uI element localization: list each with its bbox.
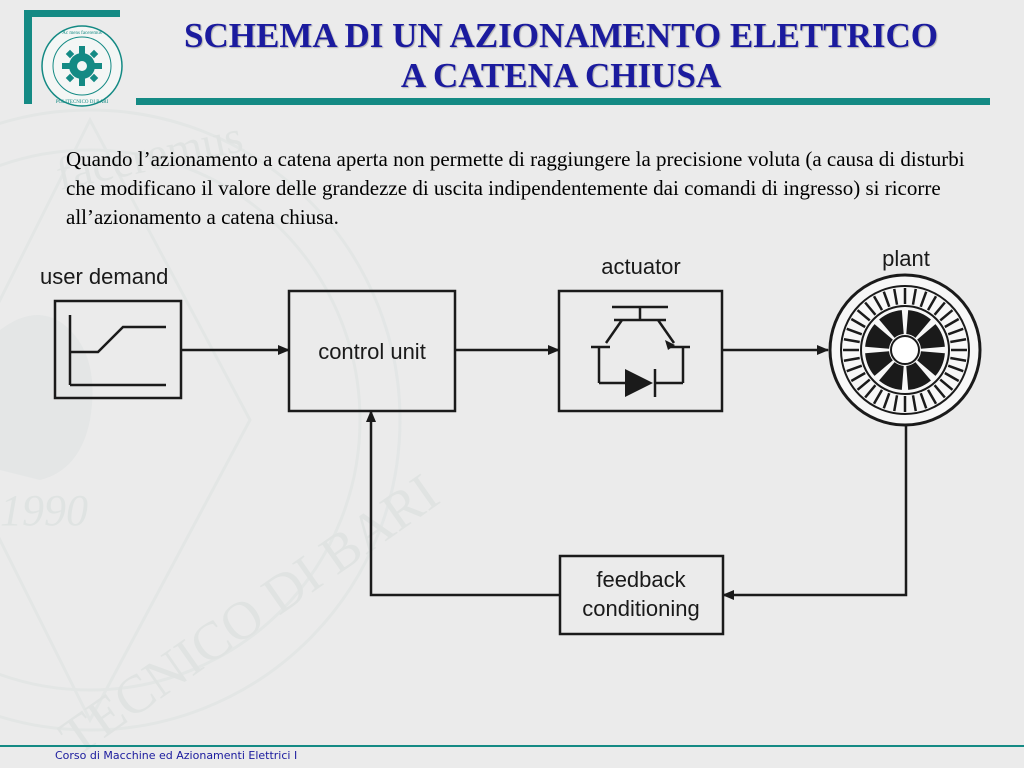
- user-demand-label: user demand: [40, 264, 168, 289]
- stator-slot: [872, 295, 884, 311]
- rotor-sector: [865, 324, 893, 349]
- arrow-feedback-to-control: [366, 410, 560, 597]
- feedback-conditioning-block: feedback conditioning: [558, 554, 725, 636]
- control-unit-block: control unit: [287, 289, 457, 413]
- motor-plant-icon: [828, 273, 982, 427]
- stator-slot: [843, 338, 860, 344]
- rotor-sector: [879, 310, 904, 338]
- slide-title: SCHEMA DI UN AZIONAMENTO ELETTRICO A CAT…: [130, 16, 992, 96]
- stator-slot: [893, 395, 899, 412]
- stator-slot: [911, 288, 917, 305]
- stator-slot: [944, 371, 960, 383]
- logo-ring-text-bottom: POLITECNICO DI BARI: [56, 100, 109, 105]
- stator-slot: [933, 384, 946, 399]
- watermark-year: 1990: [0, 486, 88, 535]
- stator-slot: [882, 392, 891, 409]
- stator-slot: [864, 384, 877, 399]
- slide-title-line-1: SCHEMA DI UN AZIONAMENTO ELETTRICO: [184, 16, 938, 55]
- igbt-diode-icon: [591, 305, 690, 397]
- stator-slot: [919, 291, 928, 308]
- footer-divider: [0, 745, 1024, 747]
- arrow-plant-to-feedback: [722, 425, 908, 600]
- stator-slot: [950, 338, 967, 344]
- stator-slot: [872, 389, 884, 405]
- user-demand-block: [53, 299, 183, 400]
- step-signal-curve: [70, 325, 166, 354]
- feedback-label-line-1: feedback: [596, 567, 686, 592]
- logo-ring-text-top: Ac mens faceremus: [62, 31, 101, 36]
- stator-slot: [911, 395, 917, 412]
- stator-slot: [933, 301, 946, 316]
- stator-slot: [947, 327, 964, 336]
- actuator-block: [557, 289, 724, 413]
- feedback-label-line-2: conditioning: [582, 596, 699, 621]
- stator-slot: [850, 317, 866, 329]
- politecnico-logo: Ac mens faceremus POLITECNICO DI BARI: [41, 25, 123, 107]
- stator-slot: [856, 309, 871, 322]
- stator-slot: [939, 309, 954, 322]
- stator-slot: [843, 356, 860, 362]
- closed-loop-diagram: user demand control unit actuator: [40, 246, 982, 636]
- slide-title-line-2: A CATENA CHIUSA: [400, 56, 722, 95]
- frame-corner-vertical: [24, 10, 32, 104]
- footer-course-name: Corso di Macchine ed Azionamenti Elettri…: [55, 749, 298, 762]
- rotor-sector: [906, 310, 931, 338]
- signal-arrows: [181, 345, 908, 600]
- stator-slot: [850, 371, 866, 383]
- stator-slot: [944, 317, 960, 329]
- stator-slot: [919, 392, 928, 409]
- stator-slot: [856, 378, 871, 391]
- actuator-label: actuator: [601, 254, 681, 279]
- title-underline: [136, 98, 990, 105]
- stator-slot: [926, 295, 938, 311]
- stator-slot: [846, 364, 863, 373]
- stator-slot: [846, 327, 863, 336]
- rotor-sector: [917, 351, 945, 376]
- stator-slot: [947, 364, 964, 373]
- stator-slot: [864, 301, 877, 316]
- rotor-sector: [865, 351, 893, 376]
- stator-slot: [882, 291, 891, 308]
- stator-slot: [893, 288, 899, 305]
- rotor-sector: [879, 362, 904, 390]
- slide-body-text: Quando l’azionamento a catena aperta non…: [66, 147, 965, 229]
- stator-slot: [950, 356, 967, 362]
- stator-slot: [926, 389, 938, 405]
- plant-label: plant: [882, 246, 930, 271]
- rotor-sector: [917, 324, 945, 349]
- stator-slot: [939, 378, 954, 391]
- rotor-sector: [906, 362, 931, 390]
- frame-corner-horizontal: [24, 10, 120, 17]
- control-unit-label: control unit: [318, 339, 426, 364]
